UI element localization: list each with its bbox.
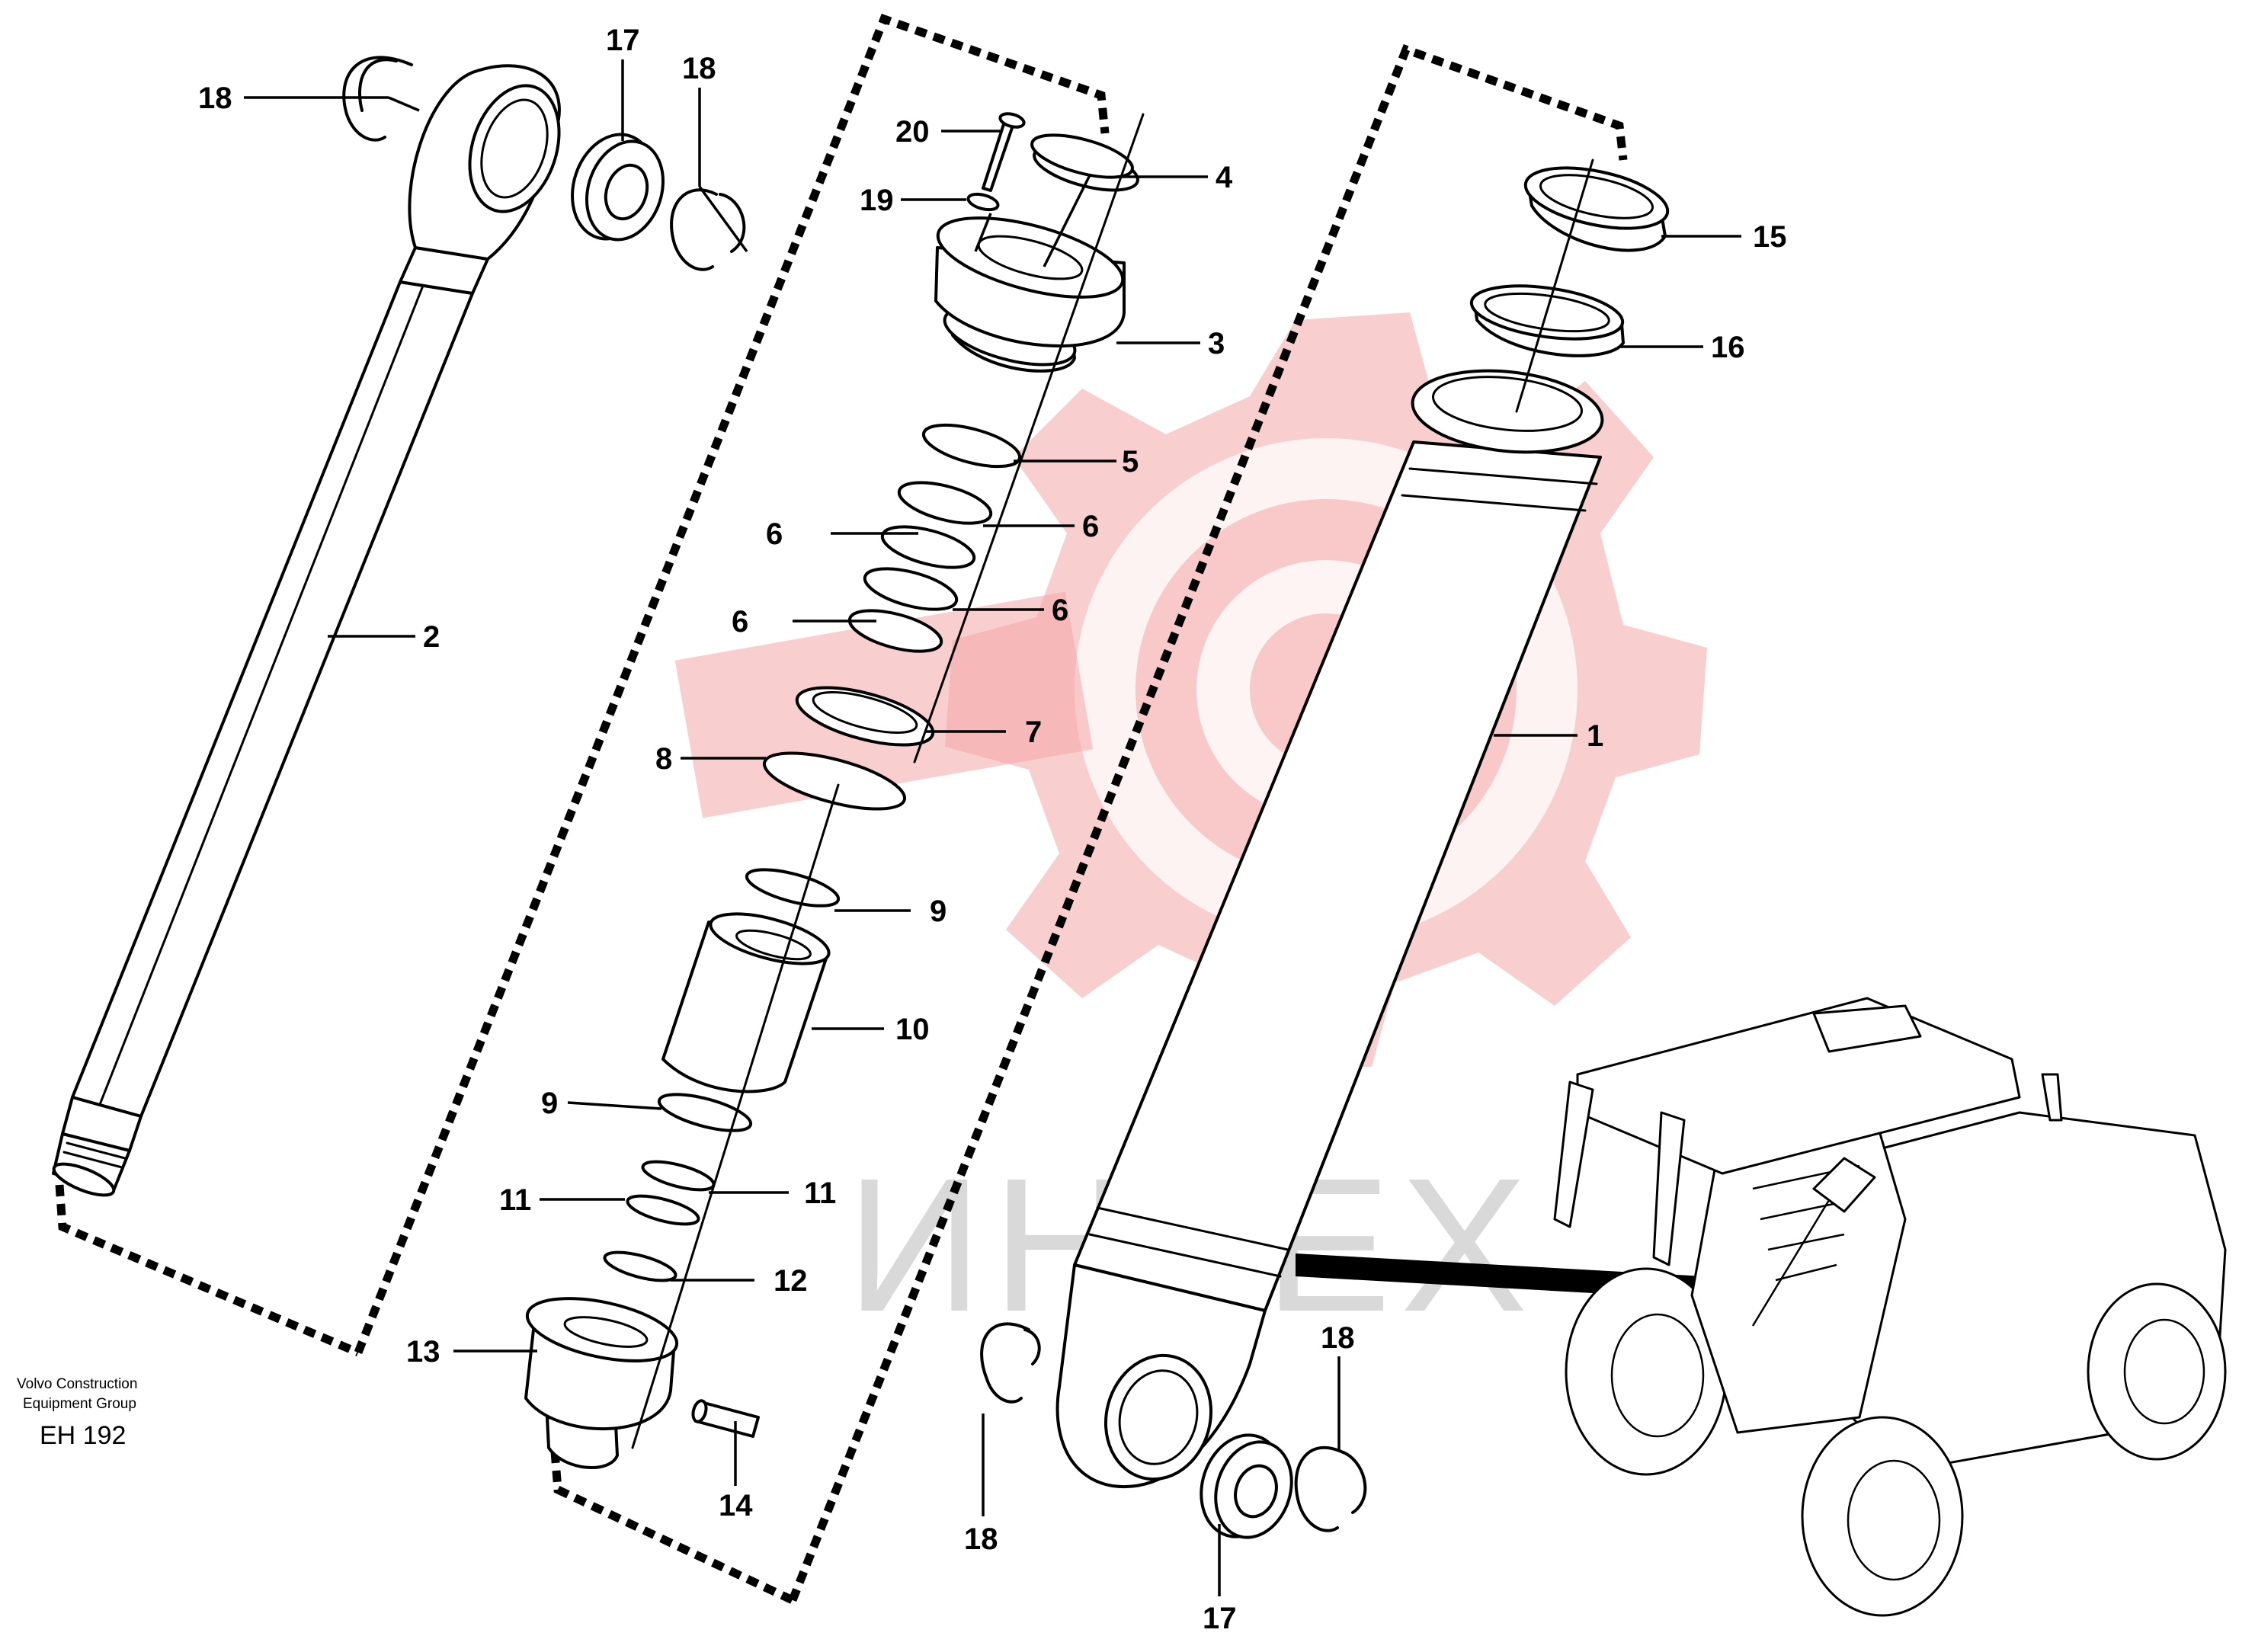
piston-rod xyxy=(52,64,561,1197)
callout-6-right-1: 6 xyxy=(1082,510,1099,543)
machine-illustration xyxy=(1553,997,2227,1617)
seal-11-b xyxy=(626,1194,700,1226)
bearing-17-top xyxy=(571,133,665,242)
callout-13: 13 xyxy=(406,1335,440,1369)
piston-nut-13 xyxy=(524,1297,679,1469)
seal-16 xyxy=(1469,284,1625,357)
leader-lines xyxy=(244,59,1741,1596)
callout-10: 10 xyxy=(895,1013,930,1046)
group-outline-barrel xyxy=(550,44,1628,1604)
callout-8: 8 xyxy=(655,742,672,776)
callout-20: 20 xyxy=(895,115,930,149)
end-cap-15 xyxy=(1523,166,1670,252)
callout-17-top: 17 xyxy=(606,24,640,57)
guide-ring-7 xyxy=(795,686,935,747)
washer-19 xyxy=(966,192,1000,212)
callout-11-left: 11 xyxy=(499,1183,531,1217)
seal-11-a xyxy=(641,1160,716,1192)
bearing-17-bottom xyxy=(1200,1433,1293,1539)
retaining-ring-18-c xyxy=(980,1322,1041,1404)
group-outline-rod xyxy=(55,14,1110,1357)
callout-6-right-2: 6 xyxy=(1052,594,1068,627)
callout-16: 16 xyxy=(1711,331,1745,364)
callout-17-bottom: 17 xyxy=(1203,1602,1237,1635)
backup-ring-9-b xyxy=(657,1093,753,1132)
callout-9-lower: 9 xyxy=(541,1087,558,1120)
pin-14 xyxy=(691,1399,760,1438)
vendor-name-line1: Volvo Construction xyxy=(17,1376,137,1392)
o-ring-12 xyxy=(603,1250,677,1282)
cylinder-barrel xyxy=(1055,369,1604,1489)
callout-15: 15 xyxy=(1753,220,1787,254)
callout-3: 3 xyxy=(1208,327,1225,360)
callout-18-bottom-right: 18 xyxy=(1321,1321,1355,1355)
callout-7: 7 xyxy=(1025,716,1042,749)
vendor-name-line2: Equipment Group xyxy=(23,1396,136,1412)
callout-2: 2 xyxy=(423,620,440,654)
retaining-ring-18-d xyxy=(1294,1446,1367,1532)
callout-1: 1 xyxy=(1587,719,1603,753)
spacer-10 xyxy=(661,912,831,1093)
callout-19: 19 xyxy=(860,184,894,217)
seal-6-a xyxy=(897,481,993,525)
seal-6-b xyxy=(880,525,976,569)
wiper-4 xyxy=(1030,133,1139,192)
retaining-ring-18-b xyxy=(670,188,746,271)
cylinder-head-3 xyxy=(934,216,1126,373)
callout-18-top-left: 18 xyxy=(198,82,232,115)
callout-12: 12 xyxy=(774,1264,808,1298)
callout-6-left-2: 6 xyxy=(732,605,748,639)
callout-18-bottom-left: 18 xyxy=(964,1522,998,1556)
callout-6-left-1: 6 xyxy=(766,517,783,551)
callout-14: 14 xyxy=(719,1489,753,1522)
o-ring-8 xyxy=(762,751,907,811)
backup-ring-9-a xyxy=(745,868,841,908)
callout-18-top-right: 18 xyxy=(682,52,716,85)
drawing-code: EH 192 xyxy=(40,1421,126,1450)
seal-6-c xyxy=(863,567,959,611)
callout-5: 5 xyxy=(1122,445,1139,479)
callout-9-upper: 9 xyxy=(930,895,947,928)
callout-4: 4 xyxy=(1216,161,1233,194)
seal-5 xyxy=(921,423,1022,469)
callout-11-right: 11 xyxy=(804,1177,836,1210)
screw-20 xyxy=(982,112,1026,192)
